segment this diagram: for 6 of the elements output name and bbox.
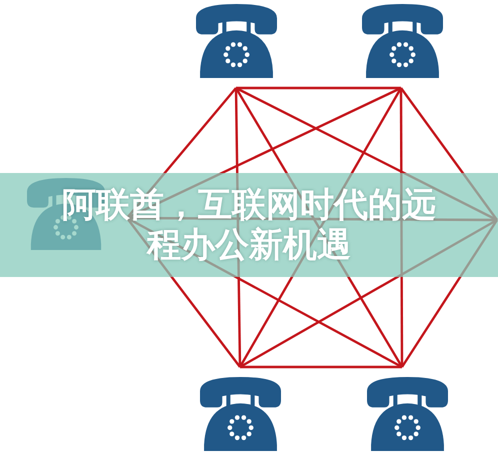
telephone-icon	[362, 3, 443, 78]
telephone-icon	[367, 376, 448, 451]
connection-line	[240, 366, 402, 368]
connection-line	[236, 86, 401, 90]
telephone-icon	[196, 3, 277, 78]
telephone-icon	[200, 376, 281, 451]
